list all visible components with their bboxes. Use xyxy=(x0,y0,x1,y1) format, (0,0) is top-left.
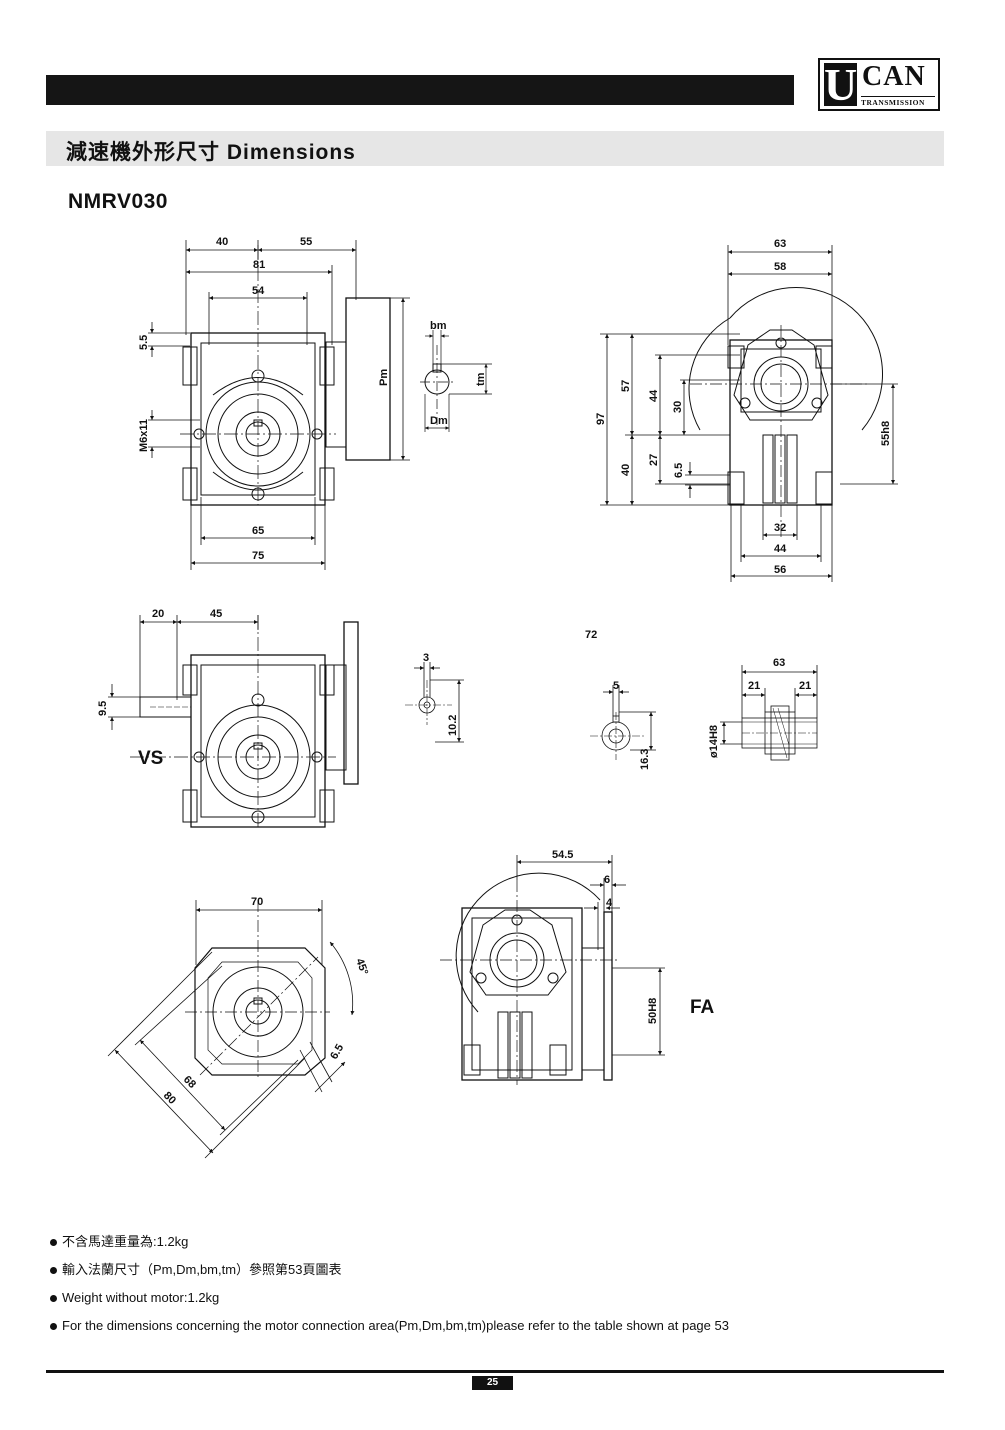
dim-vs-10-2: 10.2 xyxy=(447,715,459,736)
dim-flange-70: 70 xyxy=(251,896,263,908)
dim-fa-4: 4 xyxy=(606,897,613,909)
dim-front-40: 40 xyxy=(216,236,228,248)
dim-key-bm: bm xyxy=(430,320,447,332)
dim-front-55: 55 xyxy=(300,236,312,248)
dim-front-75: 75 xyxy=(252,550,264,562)
dimension-labels: 40 55 81 54 5.5 M6x11 Pm 65 75 bm tm Dm … xyxy=(97,236,892,1107)
bullet-icon xyxy=(50,1294,57,1302)
vs-view-drawing xyxy=(130,615,359,830)
dim-side-40: 40 xyxy=(620,464,632,476)
dim-side-30: 30 xyxy=(672,401,684,413)
dim-front-5-5: 5.5 xyxy=(138,335,150,350)
dim-side-63: 63 xyxy=(774,238,786,250)
brand-name: CAN xyxy=(862,61,926,92)
dim-front-pm: Pm xyxy=(378,369,390,386)
note-item: Weight without motor:1.2kg xyxy=(50,1284,729,1312)
dim-flange-45deg: 45° xyxy=(353,957,370,977)
dim-side-32: 32 xyxy=(774,522,786,534)
dim-vs-20: 20 xyxy=(152,608,164,620)
dim-vs-3: 3 xyxy=(423,652,429,664)
bullet-icon xyxy=(50,1322,57,1330)
note-item: 輸入法蘭尺寸（Pm,Dm,bm,tm）參照第53頁圖表 xyxy=(50,1256,729,1284)
dim-fa-50h8: 50H8 xyxy=(647,998,659,1024)
dim-side-6-5: 6.5 xyxy=(673,463,685,478)
dim-vs-16-3: 16.3 xyxy=(639,749,651,770)
dim-key-dm: Dm xyxy=(430,415,448,427)
dim-vs-72: 72 xyxy=(585,629,597,641)
dim-side-55h8: 55h8 xyxy=(880,421,892,446)
dim-front-81: 81 xyxy=(253,259,265,271)
note-item: 不含馬達重量為:1.2kg xyxy=(50,1228,729,1256)
shaft-key-detail-drawing xyxy=(590,685,656,760)
dim-side-27: 27 xyxy=(648,454,660,466)
section-header: 減速機外形尺寸 Dimensions xyxy=(46,131,944,166)
note-item: For the dimensions concerning the motor … xyxy=(50,1312,729,1340)
brand-letter: U xyxy=(824,59,858,110)
dim-vs-5: 5 xyxy=(613,680,619,692)
page-number: 25 xyxy=(472,1376,513,1390)
dim-fa-54-5: 54.5 xyxy=(552,849,573,861)
dim-fa-6: 6 xyxy=(604,874,610,886)
vs-label: VS xyxy=(138,748,163,769)
front-view-drawing xyxy=(180,245,391,506)
key-detail-drawing xyxy=(420,330,492,432)
dim-key-tm: tm xyxy=(475,372,487,386)
dim-side-44b: 44 xyxy=(774,543,787,555)
dim-vs-14h8: ø14H8 xyxy=(708,725,720,758)
section-title: 減速機外形尺寸 Dimensions xyxy=(66,141,356,164)
dim-flange-80: 80 xyxy=(161,1090,178,1107)
model-title: NMRV030 xyxy=(68,190,168,213)
header-bar xyxy=(46,75,794,105)
bullet-icon xyxy=(50,1238,57,1246)
dim-flange-68: 68 xyxy=(181,1074,198,1091)
dim-vs-63: 63 xyxy=(773,657,785,669)
dim-front-m6x11: M6x11 xyxy=(138,419,150,452)
flange-view-drawing xyxy=(185,900,330,1080)
dim-vs-21b: 21 xyxy=(799,680,811,692)
dim-vs-9-5: 9.5 xyxy=(97,701,109,716)
vs-key-detail-drawing xyxy=(405,662,464,743)
fa-view-drawing xyxy=(440,872,620,1085)
dim-vs-45: 45 xyxy=(210,608,222,620)
footer-rule xyxy=(46,1370,944,1373)
brand-tagline: TRANSMISSION xyxy=(861,96,935,107)
dim-front-65: 65 xyxy=(252,525,264,537)
dim-flange-6-5: 6.5 xyxy=(328,1042,346,1061)
dim-side-44: 44 xyxy=(648,389,660,402)
dim-side-58: 58 xyxy=(774,261,786,273)
dim-side-56: 56 xyxy=(774,564,786,576)
bullet-icon xyxy=(50,1266,57,1274)
notes-list: 不含馬達重量為:1.2kg 輸入法蘭尺寸（Pm,Dm,bm,tm）參照第53頁圖… xyxy=(50,1228,729,1340)
dim-side-57: 57 xyxy=(620,380,632,392)
brand-logo: U CAN TRANSMISSION xyxy=(818,58,940,111)
dim-front-54: 54 xyxy=(252,285,265,297)
dim-side-97: 97 xyxy=(595,413,607,425)
side-view-drawing xyxy=(688,286,884,540)
dim-vs-21a: 21 xyxy=(748,680,760,692)
hollow-shaft-drawing xyxy=(720,665,818,761)
fa-label: FA xyxy=(690,997,715,1018)
